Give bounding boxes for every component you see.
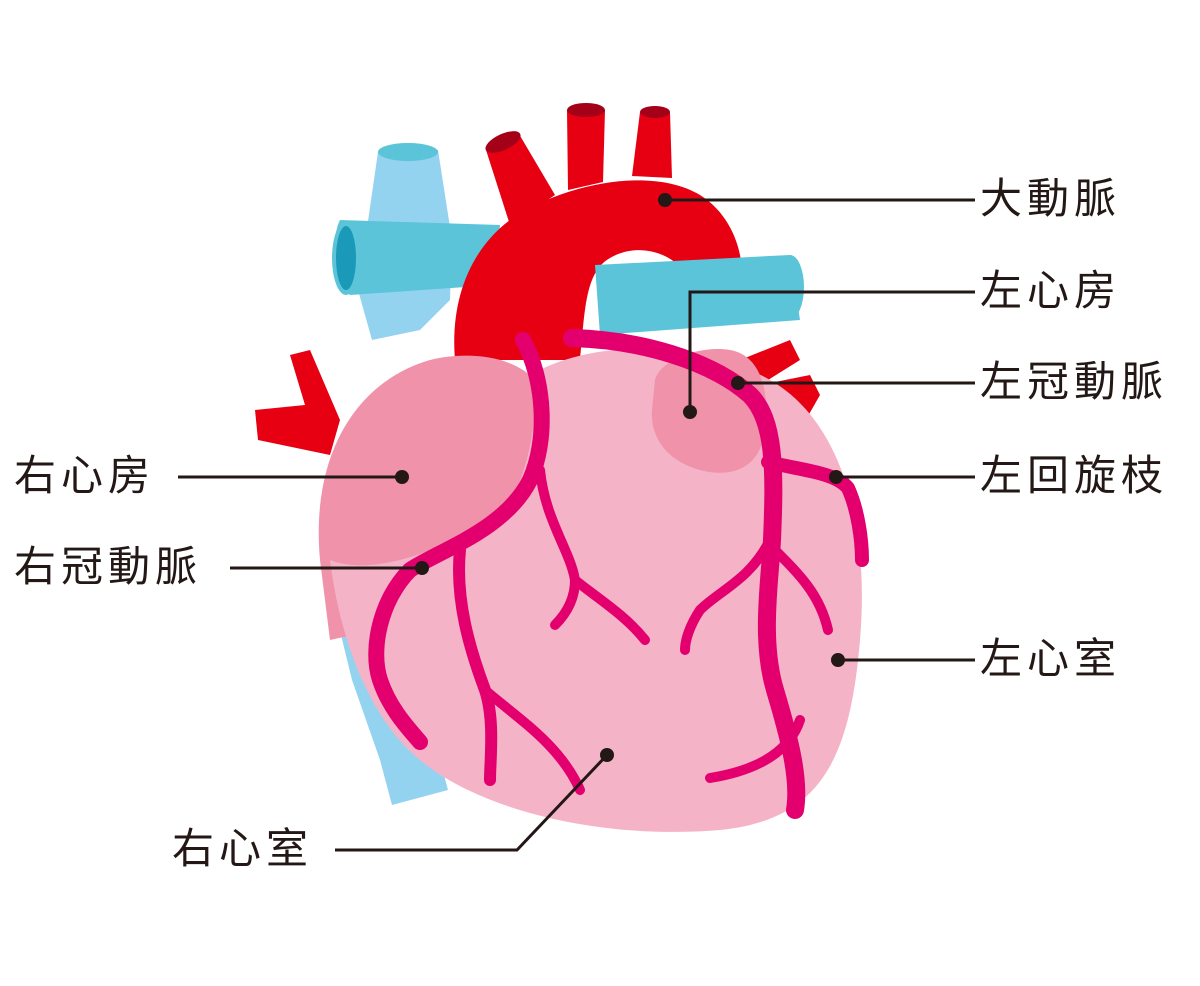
pulmonary-artery-right-branch xyxy=(595,255,800,335)
dot-right-atrium xyxy=(395,470,409,484)
left-carotid-opening xyxy=(567,103,605,117)
left-subclavian-artery xyxy=(632,112,672,178)
dot-right-ventricle xyxy=(600,748,614,762)
label-right-atrium: 右心房 xyxy=(14,455,155,497)
dot-right-coronary-artery xyxy=(415,561,429,575)
label-right-ventricle: 右心室 xyxy=(172,828,313,870)
dot-left-ventricle xyxy=(831,653,845,667)
pulmonary-artery-right-opening xyxy=(776,255,804,319)
dot-left-atrium xyxy=(683,405,697,419)
label-left-circumflex: 左回旋枝 xyxy=(980,455,1168,497)
label-aorta: 大動脈 xyxy=(980,178,1121,220)
left-carotid-artery xyxy=(567,110,605,190)
dot-aorta xyxy=(658,193,672,207)
vena-cava-opening xyxy=(378,143,438,161)
label-left-coronary-artery: 左冠動脈 xyxy=(980,361,1168,403)
label-left-atrium: 左心房 xyxy=(980,270,1121,312)
left-subclavian-opening xyxy=(640,106,670,118)
pulmonary-artery-left-lumen xyxy=(336,226,356,290)
dot-left-circumflex xyxy=(829,470,843,484)
right-pulmonary-veins xyxy=(255,350,340,455)
label-right-coronary-artery: 右冠動脈 xyxy=(14,546,202,588)
dot-left-coronary-artery xyxy=(731,376,745,390)
label-left-ventricle: 左心室 xyxy=(980,638,1121,680)
